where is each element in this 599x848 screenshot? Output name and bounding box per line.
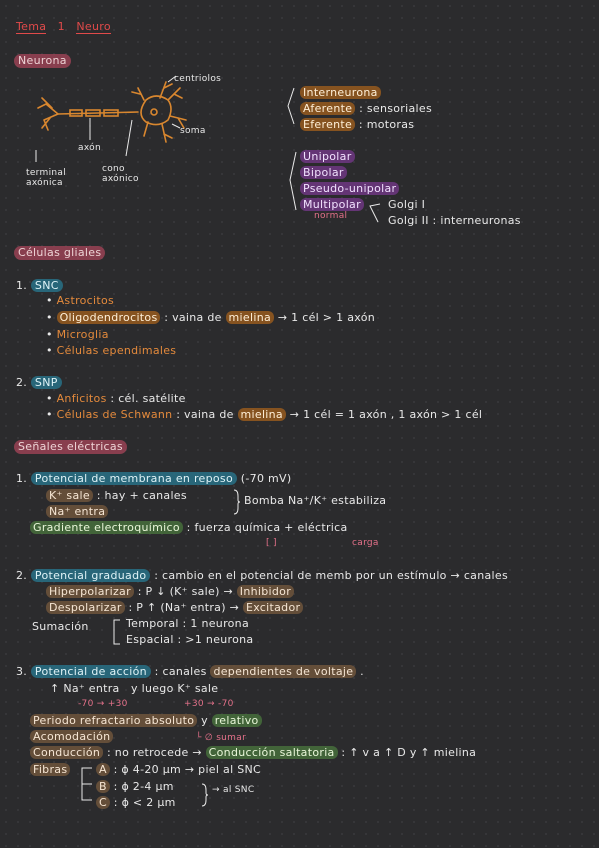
label-centriolos: centriolos: [174, 74, 222, 84]
neuron-diagram: [35, 75, 187, 162]
neurona-header: Neurona: [14, 54, 71, 68]
accion-acomodacion: Acomodación: [30, 730, 114, 744]
fibras-bc-snc: → al SNC: [212, 785, 255, 795]
accion-range1: -70 → +30: [78, 699, 128, 709]
fibra-b: B : ϕ 2-4 µm: [96, 780, 174, 794]
glia-header: Células gliales: [14, 246, 106, 260]
golgi-bracket: [369, 203, 381, 223]
golgi-1: Golgi I: [388, 198, 426, 211]
accion-conduccion: Conducción : no retrocede → Conducción s…: [30, 746, 476, 760]
sumacion-temporal: Temporal : 1 neurona: [126, 617, 249, 630]
graduado-heading: 2. Potencial graduado : cambio en el pot…: [16, 569, 508, 582]
accion-range2: +30 → -70: [184, 699, 234, 709]
gradiente-carga: carga: [352, 538, 379, 548]
accion-na-k: ↑ Na⁺ entra y luego K⁺ sale: [50, 682, 219, 695]
type-interneurona: Interneurona: [300, 86, 381, 100]
fibras-bc-brace: [201, 783, 208, 807]
golgi-2: Golgi II : interneuronas: [388, 214, 521, 227]
label-soma: soma: [180, 126, 206, 136]
accion-refractario: Periodo refractario absoluto y relativo: [30, 714, 262, 728]
snc-microglia: • Microglia: [46, 328, 109, 341]
title-neuro: Neuro: [76, 20, 111, 34]
accion-sumar: └ ∅ sumar: [196, 733, 247, 743]
graduado-sumacion: Sumación: [32, 620, 89, 633]
title-tema: Tema: [16, 20, 47, 34]
reposo-na: Na⁺ entra: [46, 505, 109, 519]
graduado-hiper: Hiperpolarizar : P ↓ (K⁺ sale) → Inhibid…: [46, 585, 295, 599]
gradiente-bracket: [ ]: [266, 538, 277, 548]
label-axon: axón: [78, 143, 101, 153]
accion-fibras: Fibras: [30, 763, 71, 777]
reposo-gradiente: Gradiente electroquímico : fuerza químic…: [30, 521, 348, 535]
fibra-a: A : ϕ 4-20 µm → piel al SNC: [96, 763, 261, 777]
snc-ependimales: • Células ependimales: [46, 344, 177, 357]
type-bipolar: Bipolar: [300, 166, 347, 180]
type-multipolar: Multipolar: [300, 198, 364, 212]
senales-header: Señales eléctricas: [14, 440, 127, 454]
graduado-despo: Despolarizar : P ↑ (Na⁺ entra) → Excitad…: [46, 601, 304, 615]
function-bracket: [287, 87, 295, 125]
reposo-bomba: Bomba Na⁺/K⁺ estabiliza: [244, 494, 387, 507]
type-aferente: Aferente : sensoriales: [300, 102, 432, 116]
sumacion-bracket: [113, 619, 120, 645]
sumacion-espacial: Espacial : >1 neurona: [126, 633, 254, 646]
type-eferente: Eferente : motoras: [300, 118, 414, 132]
page-title: Tema 1 Neuro: [16, 20, 111, 34]
snp-heading: 2. SNP: [16, 376, 62, 390]
accion-heading: 3. Potencial de acción : canales dependi…: [16, 665, 364, 678]
snp-schwann: • Células de Schwann : vaina de mielina …: [46, 408, 483, 421]
type-pseudo: Pseudo-unipolar: [300, 182, 400, 196]
multipolar-normal: normal: [314, 211, 348, 221]
snc-oligo: • Oligodendrocitos : vaina de mielina → …: [46, 311, 376, 324]
reposo-heading: 1. Potencial de membrana en reposo (-70 …: [16, 472, 292, 485]
type-unipolar: Unipolar: [300, 150, 355, 164]
title-num: 1: [57, 20, 65, 33]
snc-astrocitos: • Astrocitos: [46, 294, 115, 307]
bomba-brace: [233, 489, 240, 515]
fibra-c: C : ϕ < 2 µm: [96, 796, 176, 810]
snp-anficitos: • Anficitos : cél. satélite: [46, 392, 186, 405]
reposo-k: K⁺ sale : hay + canales: [46, 489, 187, 503]
snc-heading: 1. SNC: [16, 279, 63, 293]
shape-bracket: [289, 151, 297, 211]
fibras-bracket: [81, 767, 92, 801]
